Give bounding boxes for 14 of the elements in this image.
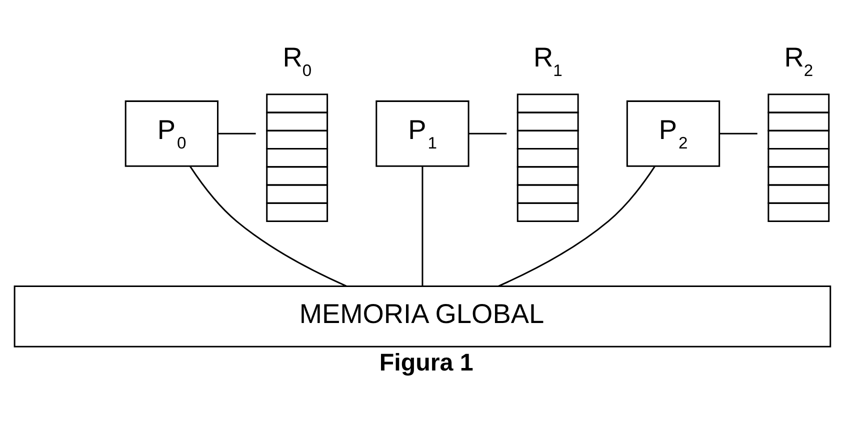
node-box: P$_{0}$ (124, 100, 219, 166)
node-label: R$_{1}$ (534, 40, 562, 80)
node-box: P$_{1}$ (376, 100, 470, 166)
connector (469, 132, 507, 134)
connector (218, 132, 256, 134)
node-label: R$_{2}$ (784, 40, 814, 80)
connector (189, 165, 347, 286)
node-box: P$_{2}$ (626, 100, 720, 166)
connector (498, 165, 656, 286)
node-label: R$_{0}$ (282, 40, 312, 80)
node-box: MEMORIA GLOBAL (14, 285, 832, 347)
connector (720, 132, 758, 134)
connector (422, 166, 424, 286)
caption: Figura 1 (379, 349, 474, 376)
